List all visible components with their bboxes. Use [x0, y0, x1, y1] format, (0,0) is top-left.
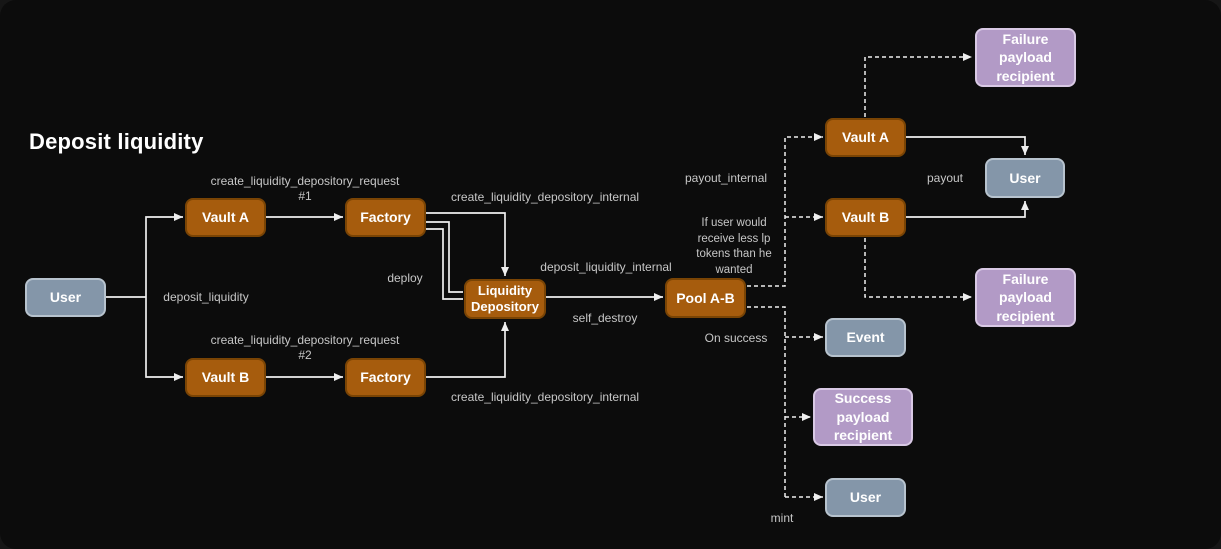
- label-payout: payout: [926, 171, 964, 185]
- node-vault-b-left: Vault B: [185, 358, 266, 397]
- label-create-depository-internal-top: create_liquidity_depository_internal: [450, 190, 640, 204]
- label-payout-internal: payout_internal: [684, 171, 768, 185]
- node-vault-a-left: Vault A: [185, 198, 266, 237]
- label-deposit-liquidity-internal: deposit_liquidity_internal: [540, 260, 672, 274]
- label-mint: mint: [770, 511, 794, 525]
- node-user-bottom: User: [825, 478, 906, 517]
- edge-vault-b-right-to-user: [906, 201, 1029, 218]
- node-failure-payload-recipient-top: Failure payload recipient: [975, 28, 1076, 87]
- page-title: Deposit liquidity: [29, 129, 204, 154]
- node-vault-b-right: Vault B: [825, 198, 906, 237]
- node-user-left: User: [25, 278, 106, 317]
- label-on-success: On success: [704, 331, 768, 345]
- node-event: Event: [825, 318, 906, 357]
- node-pool-ab: Pool A-B: [665, 278, 746, 318]
- edge-vault-a-to-failure-top: [864, 53, 972, 117]
- edge-vault-b-to-failure-mid: [864, 238, 972, 301]
- edge-vault-a-right-to-user: [906, 136, 1029, 155]
- label-request-1-num: #1: [298, 189, 312, 203]
- label-deploy: deploy: [387, 271, 423, 285]
- edge-factory-deploy-1: [426, 221, 463, 293]
- label-request-1-text: create_liquidity_depository_request: [210, 174, 400, 188]
- label-request-2-text: create_liquidity_depository_request: [210, 333, 400, 347]
- node-factory-top: Factory: [345, 198, 426, 237]
- label-create-depository-internal-bottom: create_liquidity_depository_internal: [450, 390, 640, 404]
- node-user-right: User: [985, 158, 1065, 198]
- node-liquidity-depository: Liquidity Depository: [464, 279, 546, 319]
- label-deposit-liquidity: deposit_liquidity: [163, 290, 249, 304]
- edge-user-to-vault-b: [145, 297, 183, 381]
- label-condition-less-lp-tokens: If user would receive less lp tokens tha…: [696, 217, 772, 276]
- edge-factory-bottom-to-depository: [426, 322, 509, 378]
- edge-factory-top-to-depository: [426, 212, 509, 276]
- edge-user-to-vault-a: [145, 213, 183, 297]
- node-vault-a-right: Vault A: [825, 118, 906, 157]
- label-self-destroy: self_destroy: [572, 311, 638, 325]
- edge-pool-to-vault-a-right: [747, 133, 823, 287]
- label-request-1: create_liquidity_depository_request #1: [211, 174, 400, 204]
- edge-factory-deploy-2: [426, 228, 463, 300]
- label-request-2: create_liquidity_depository_request #2: [211, 333, 400, 363]
- edge-pool-success-stem: [747, 306, 786, 497]
- node-factory-bottom: Factory: [345, 358, 426, 397]
- node-success-payload-recipient: Success payload recipient: [813, 388, 913, 446]
- node-failure-payload-recipient-mid: Failure payload recipient: [975, 268, 1076, 327]
- label-request-2-num: #2: [298, 348, 312, 362]
